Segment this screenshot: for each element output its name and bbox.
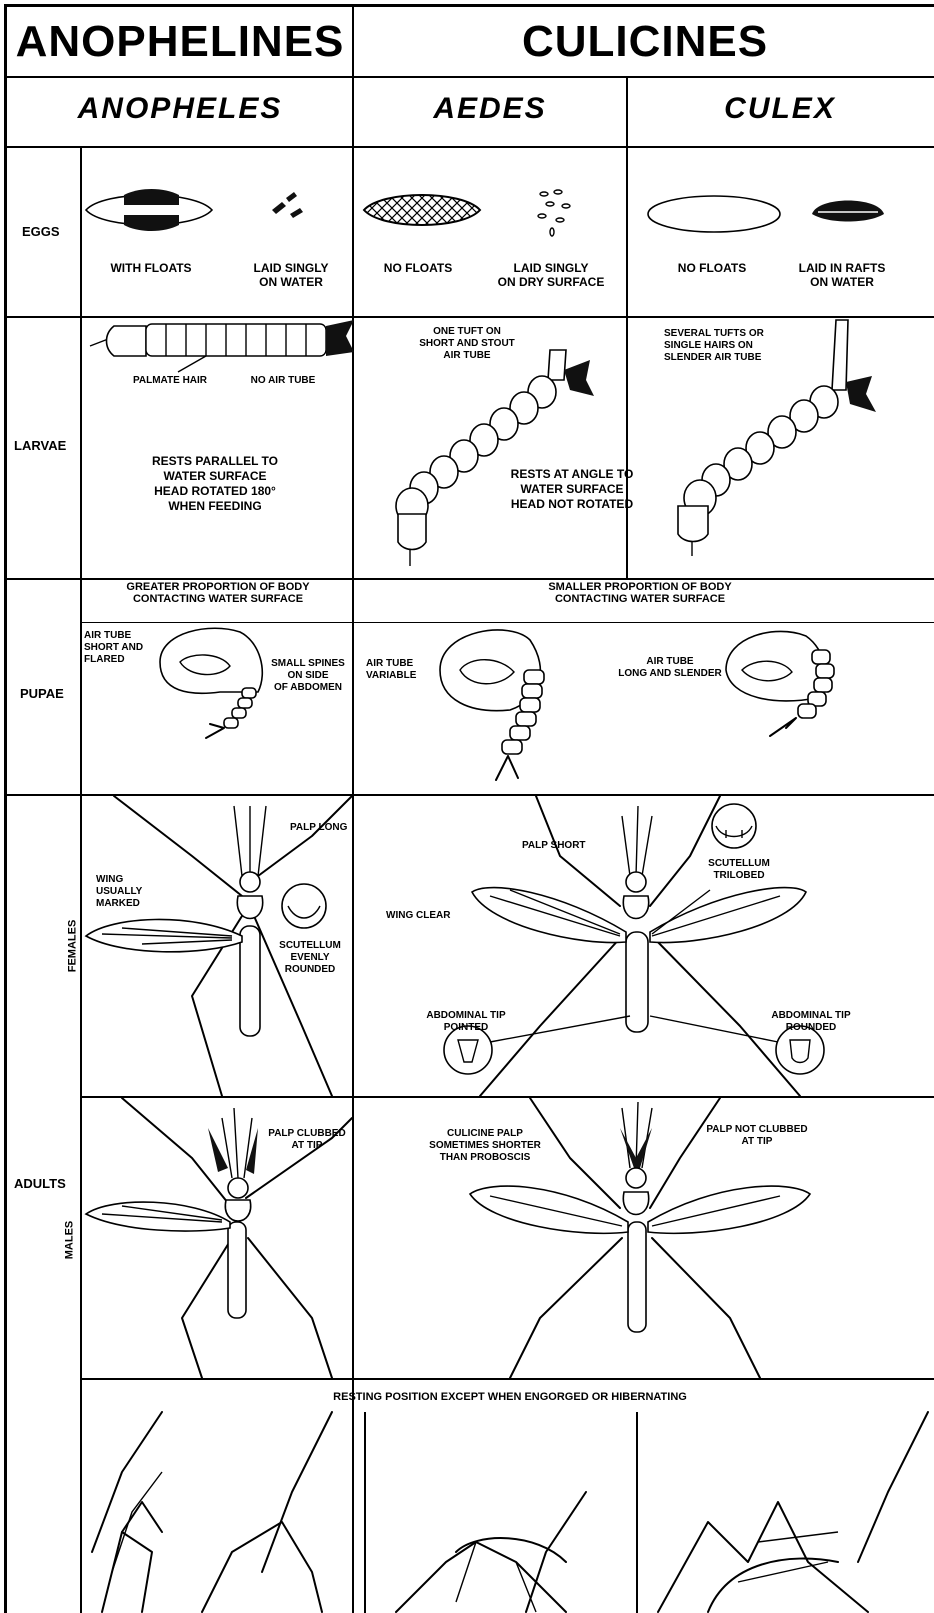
anopheles-palp-clubbed-2: AT TIP <box>262 1140 352 1151</box>
culicine-palp-not-clubbed-2: AT TIP <box>692 1136 822 1147</box>
aedes-tip-pointed-2: POINTED <box>416 1022 516 1033</box>
culex-tip-rounded-1: ABDOMINAL TIP <box>756 1010 866 1021</box>
culex-pupa-tube-1: AIR TUBE <box>610 656 730 667</box>
anopheles-egg-floats: WITH FLOATS <box>96 262 206 275</box>
row-label-eggs: EGGS <box>22 224 60 239</box>
culicine-larva-rest-2: WATER SURFACE <box>482 483 662 496</box>
culicine-scutellum-2: TRILOBED <box>694 870 784 881</box>
anopheles-wing-marked-1: WING <box>96 874 123 885</box>
aedes-tip-pointed-1: ABDOMINAL TIP <box>416 1010 516 1021</box>
row-label-adults: ADULTS <box>14 1176 66 1191</box>
culicine-palp-not-clubbed-1: PALP NOT CLUBBED <box>692 1124 822 1135</box>
anopheles-scutellum-1: SCUTELLUM <box>270 940 350 951</box>
culicine-wing-clear: WING CLEAR <box>386 910 450 921</box>
culicine-palp-2: SOMETIMES SHORTER <box>420 1140 550 1151</box>
anopheles-eggs-single-drawing <box>268 190 313 230</box>
culicine-palp-1: CULICINE PALP <box>420 1128 550 1139</box>
culex-resting-drawing <box>638 1412 928 1612</box>
aedes-larva-tuft-3: AIR TUBE <box>412 350 522 361</box>
anopheles-wing-marked-2: USUALLY <box>96 886 142 897</box>
anopheles-resting-drawing <box>82 1412 364 1612</box>
culicine-palp-short: PALP SHORT <box>522 840 586 851</box>
culex-egg-laid-2: ON WATER <box>782 276 902 289</box>
anopheles-pupa-drawing <box>150 612 280 742</box>
anopheles-pupa-tube-1: AIR TUBE <box>84 630 131 641</box>
anopheles-pupa-tube-3: FLARED <box>84 654 125 665</box>
culex-pupa-tube-2: LONG AND SLENDER <box>610 668 730 679</box>
anopheles-wing-marked-3: MARKED <box>96 898 140 909</box>
aedes-egg-drawing <box>362 188 482 232</box>
aedes-egg-floats: NO FLOATS <box>368 262 468 275</box>
anopheles-pupa-spines-1: SMALL SPINES <box>266 658 350 669</box>
aedes-resting-drawing <box>366 1412 636 1612</box>
row-label-females: FEMALES <box>66 920 78 973</box>
culex-larva-tufts-3: SLENDER AIR TUBE <box>664 352 784 363</box>
anopheles-palmate-hair: PALMATE HAIR <box>120 375 220 386</box>
culicine-pupa-prop-1: SMALLER PROPORTION OF BODY <box>480 582 800 593</box>
anopheles-egg-laid-1: LAID SINGLY <box>236 262 346 275</box>
culex-egg-drawing <box>644 192 784 236</box>
anopheles-larva-rest-3: HEAD ROTATED 180° <box>120 485 310 498</box>
anopheles-larva-rest-1: RESTS PARALLEL TO <box>120 455 310 468</box>
anopheles-larva-rest-4: WHEN FEEDING <box>120 500 310 513</box>
aedes-pupa-drawing <box>430 610 570 790</box>
anopheles-pupa-spines-2: ON SIDE <box>266 670 350 681</box>
resting-caption: RESTING POSITION EXCEPT WHEN ENGORGED OR… <box>200 1392 820 1403</box>
culicine-pupa-prop-2: CONTACTING WATER SURFACE <box>480 594 800 605</box>
header-anophelines: ANOPHELINES <box>10 14 350 70</box>
header-culicines: CULICINES <box>360 14 930 70</box>
anopheles-no-air-tube: NO AIR TUBE <box>238 375 328 386</box>
culex-egg-raft-drawing <box>808 190 888 230</box>
culex-egg-laid-1: LAID IN RAFTS <box>782 262 902 275</box>
aedes-pupa-tube-2: VARIABLE <box>366 670 416 681</box>
aedes-egg-laid-1: LAID SINGLY <box>486 262 616 275</box>
anopheles-larva-drawing <box>86 316 356 376</box>
anopheles-palp-clubbed-1: PALP CLUBBED <box>262 1128 352 1139</box>
anopheles-egg-drawing <box>84 185 214 235</box>
culicine-female-drawing <box>360 796 930 1096</box>
row-label-pupae: PUPAE <box>20 686 64 701</box>
aedes-pupa-tube-1: AIR TUBE <box>366 658 413 669</box>
anopheles-pupa-prop-2: CONTACTING WATER SURFACE <box>86 594 350 605</box>
genus-culex: CULEX <box>630 92 930 126</box>
culex-larva-tufts-2: SINGLE HAIRS ON <box>664 340 784 351</box>
row-label-males: MALES <box>63 1221 75 1260</box>
anopheles-scutellum-2: EVENLY <box>270 952 350 963</box>
culex-larva-tufts-1: SEVERAL TUFTS OR <box>664 328 784 339</box>
anopheles-larva-rest-2: WATER SURFACE <box>120 470 310 483</box>
anopheles-palp-long: PALP LONG <box>290 822 347 833</box>
anopheles-pupa-prop-1: GREATER PROPORTION OF BODY <box>86 582 350 593</box>
aedes-eggs-single-drawing <box>532 186 582 246</box>
culex-pupa-drawing <box>716 610 846 740</box>
culicine-larva-rest-1: RESTS AT ANGLE TO <box>482 468 662 481</box>
culex-egg-floats: NO FLOATS <box>662 262 762 275</box>
aedes-larva-tuft-1: ONE TUFT ON <box>412 326 522 337</box>
aedes-egg-laid-2: ON DRY SURFACE <box>486 276 616 289</box>
anopheles-pupa-tube-2: SHORT AND <box>84 642 143 653</box>
anopheles-pupa-spines-3: OF ABDOMEN <box>266 682 350 693</box>
aedes-larva-tuft-2: SHORT AND STOUT <box>412 338 522 349</box>
row-label-larvae: LARVAE <box>14 438 66 453</box>
genus-anopheles: ANOPHELES <box>10 92 350 126</box>
culicine-larva-rest-3: HEAD NOT ROTATED <box>482 498 662 511</box>
anopheles-scutellum-3: ROUNDED <box>270 964 350 975</box>
culex-tip-rounded-2: ROUNDED <box>756 1022 866 1033</box>
genus-aedes: AEDES <box>356 92 624 126</box>
culicine-palp-3: THAN PROBOSCIS <box>420 1152 550 1163</box>
anopheles-egg-laid-2: ON WATER <box>236 276 346 289</box>
culicine-scutellum-1: SCUTELLUM <box>694 858 784 869</box>
